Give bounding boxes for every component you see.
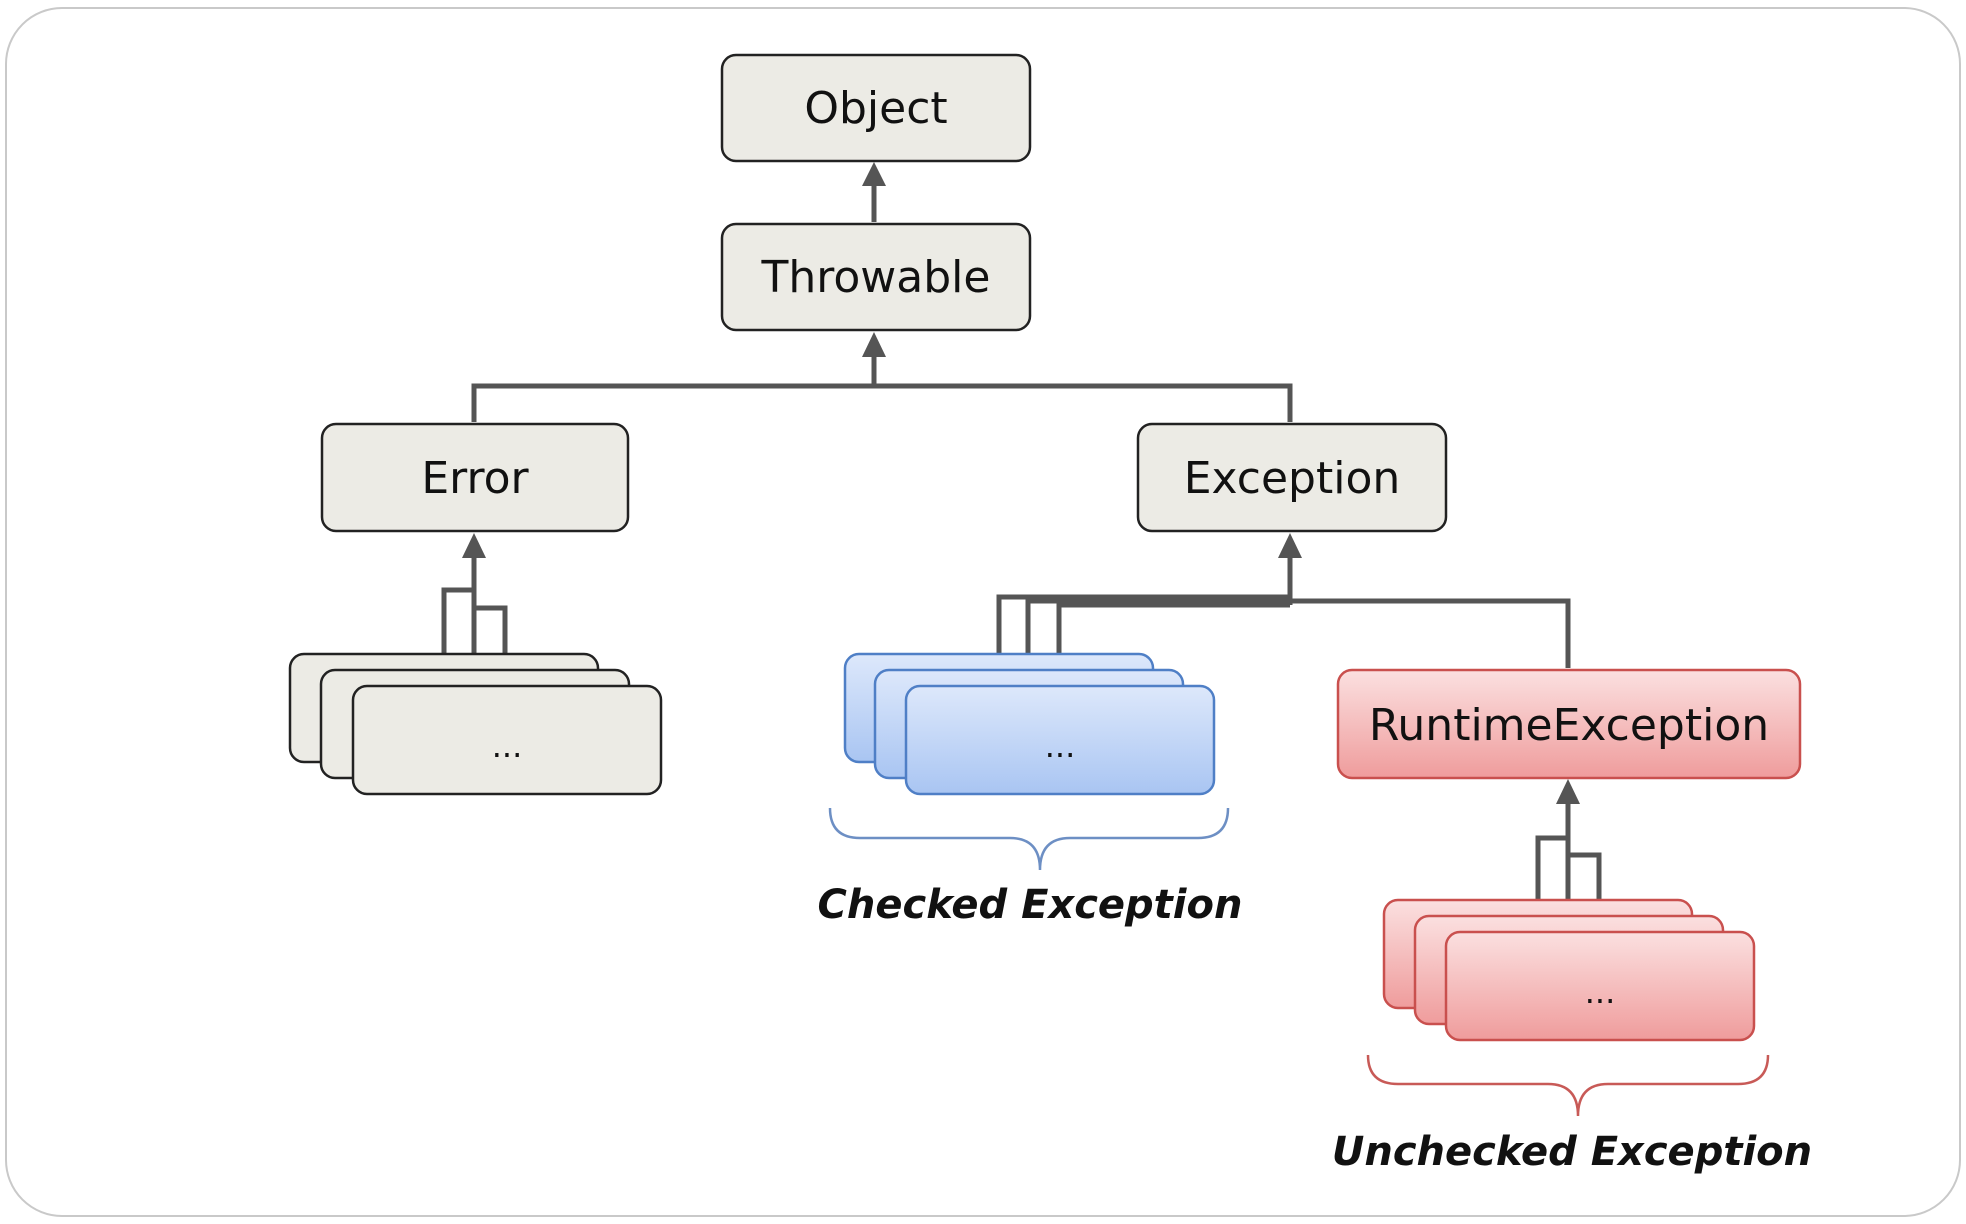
error-subclasses-label: ... [492,727,523,765]
node-object-label: Object [804,83,947,134]
node-throwable: Throwable [720,222,1032,332]
error-subclass-card-front [351,684,663,796]
checked-subclass-card-front [904,684,1216,796]
node-runtime-exception-label: RuntimeException [1369,700,1769,751]
connector-runtime-sub-1 [1535,835,1568,900]
runtime-subclasses-label: ... [1585,973,1616,1011]
node-runtime-exception: RuntimeException [1336,668,1802,780]
arrowhead-object [862,162,886,186]
arrowhead-throwable [862,332,886,357]
runtime-subclasses-stack: ... [1382,898,1756,1042]
checked-subclasses-label: ... [1045,727,1076,765]
node-error-label: Error [421,453,529,504]
connector-error-sub-1 [441,587,474,654]
runtime-subclass-card-front [1444,930,1756,1042]
checked-exception-caption: Checked Exception [818,882,1243,928]
unchecked-exception-caption: Unchecked Exception [1332,1129,1812,1175]
node-object: Object [720,53,1032,163]
connector-runtime-exception [1290,598,1571,668]
error-subclasses-stack: ... [288,652,663,796]
arrowhead-exception [1278,533,1302,558]
checked-subclasses-stack: ... [843,652,1216,796]
connector-error-exception-throwable [471,383,1293,422]
node-throwable-label: Throwable [761,252,991,303]
unchecked-brace [1366,1054,1770,1117]
arrowhead-error [462,533,486,558]
node-error: Error [320,422,630,533]
connector-checked-sub-1 [996,594,1290,654]
checked-brace [828,807,1230,871]
node-exception: Exception [1136,422,1448,533]
connector-checked-sub-2 [1025,598,1290,670]
node-exception-label: Exception [1184,453,1401,504]
arrowhead-runtime-exception [1556,779,1580,804]
